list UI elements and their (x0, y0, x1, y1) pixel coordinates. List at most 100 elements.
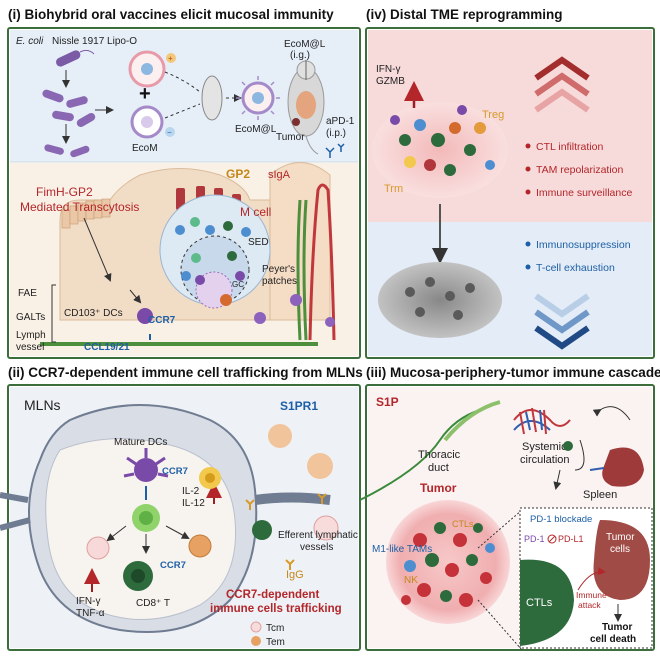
ecoml-label: EcoM@L (235, 124, 277, 135)
panel-i-title: (i) Biohybrid oral vaccines elicit mucos… (8, 7, 334, 22)
tumor-mass (386, 500, 510, 624)
fae-label: FAE (18, 288, 37, 299)
il2-label: IL-2 (182, 486, 200, 497)
thoracic-duct-icon (443, 400, 501, 442)
traffic-label-2: immune cells trafficking (210, 603, 342, 615)
ecoml-vesicle-icon (236, 76, 280, 120)
blood-vessel-icon (513, 407, 571, 435)
antibody-icon (325, 143, 345, 158)
spleen-icon (589, 447, 644, 487)
panel-iii-title: (iii) Mucosa-periphery-tumor immune casc… (366, 365, 660, 380)
traffic-label-1: CCR7-dependent (226, 589, 319, 601)
tcm-label: Tcm (266, 623, 284, 634)
fimh-label: FimH-GP2 (36, 185, 93, 199)
trm-label: Trm (384, 183, 403, 195)
galts-label: GALTs (16, 312, 45, 323)
zoom-lines (477, 509, 523, 651)
ifn-label-iv: IFN-γ (376, 64, 400, 75)
arrow-to-tem (165, 525, 190, 539)
villus-lymph (296, 199, 308, 341)
bacteria-icon (56, 49, 95, 67)
dash-2 (164, 103, 201, 119)
cold-tumor (378, 262, 502, 338)
tumor-label: Tumor (276, 132, 305, 143)
chevron-up-icon (534, 56, 590, 113)
tumor-cell-icon (593, 520, 650, 600)
efferent-label-2: vessels (300, 542, 333, 553)
block-icon (547, 534, 557, 544)
dash-1 (164, 71, 201, 93)
ig-label: (i.g.) (290, 50, 310, 61)
panel-iv: (iv) Distal TME reprogramming IFN-γ GZMB… (365, 7, 655, 359)
lymph-label-2: vessel (16, 342, 44, 353)
vesicle-icon: + (128, 50, 176, 88)
death-label-2: cell death (590, 634, 636, 645)
villus-shape (269, 162, 331, 321)
gzmb-label: GZMB (376, 76, 405, 87)
tcm-cell-icon (86, 536, 110, 560)
ip-label: (i.p.) (326, 128, 346, 139)
panel-ii: (ii) CCR7-dependent immune cell traffick… (0, 365, 363, 651)
strain-name: Nissle 1917 Lipo-O (52, 36, 137, 47)
extruder-membrane-icon (201, 75, 223, 121)
ifn-label-ii: IFN-γ (76, 596, 100, 607)
il12-label: IL-12 (182, 498, 205, 509)
tumor-cells-label-1: Tumor (606, 532, 635, 543)
down-item: T-cell exhaustion (536, 262, 615, 274)
tumor-dot (292, 118, 300, 126)
t-cell-icon (252, 520, 272, 540)
immune-cells-hot (390, 105, 495, 176)
thoracic-label-2: duct (428, 462, 449, 474)
arrow-fae (83, 217, 112, 282)
sed-label: SED (248, 237, 269, 248)
treg-label: Treg (482, 109, 504, 121)
cd8-label: CD8⁺ T (136, 598, 170, 609)
dendritic-cell-icon (123, 448, 169, 482)
peyers-label-2: patches (262, 276, 297, 287)
arrow-dc (129, 289, 142, 304)
afferent-vessel (0, 492, 31, 531)
arrow-down-tumor (553, 469, 562, 490)
hot-tumor (372, 102, 508, 198)
attack-arrow (577, 567, 606, 591)
pdl1-label: PD-L1 (558, 534, 584, 544)
igg-label: IgG (286, 569, 304, 581)
up-item: CTL infiltration (536, 141, 603, 153)
pd1-label: PD-1 (524, 534, 545, 544)
arrow-to-spleen (574, 439, 585, 471)
epithelial-cells (61, 198, 111, 229)
dendritic-cell-icon (130, 298, 160, 332)
nk-label: NK (404, 575, 418, 586)
transcytosis-label: Mediated Transcytosis (20, 200, 139, 214)
t-cell-icon (563, 441, 573, 451)
panel-i: (i) Biohybrid oral vaccines elicit mucos… (7, 7, 361, 359)
arrow-to-memory (106, 525, 127, 542)
gc-label: GC (232, 280, 244, 289)
attack-label-2: attack (578, 600, 601, 610)
systemic-label-2: circulation (520, 454, 570, 466)
ccr7-label-ii-a: CCR7 (162, 466, 188, 477)
ecom-vesicle-icon: − (130, 105, 175, 139)
ccr7-label-i: CCR7 (148, 315, 176, 326)
ecom-label: EcoM (132, 143, 158, 154)
bacteria-icon (42, 89, 96, 127)
dendritic-cell-icon (254, 294, 335, 327)
chevron-down-icon (534, 293, 590, 350)
strain-italic: E. coli (16, 36, 44, 47)
ccr7-label-ii-b: CCR7 (160, 560, 186, 571)
lymph-stream (359, 409, 481, 501)
panel-ii-title: (ii) CCR7-dependent immune cell traffick… (8, 365, 363, 380)
antibody-icon (245, 493, 327, 570)
tem-cell-icon (307, 453, 333, 479)
tem-cell-icon (268, 424, 292, 448)
down-list: Immunosuppression T-cell exhaustion (525, 239, 631, 274)
systemic-label-1: Systemic (522, 441, 567, 453)
tumor-label-iii: Tumor (420, 481, 457, 495)
tnf-label: TNF-α (76, 608, 105, 619)
tem-cell-icon (188, 534, 212, 558)
spleen-label: Spleen (583, 489, 617, 501)
block-slash (548, 535, 556, 543)
cd103-label: CD103⁺ DCs (64, 308, 123, 319)
attack-label-1: Immune (576, 590, 607, 600)
